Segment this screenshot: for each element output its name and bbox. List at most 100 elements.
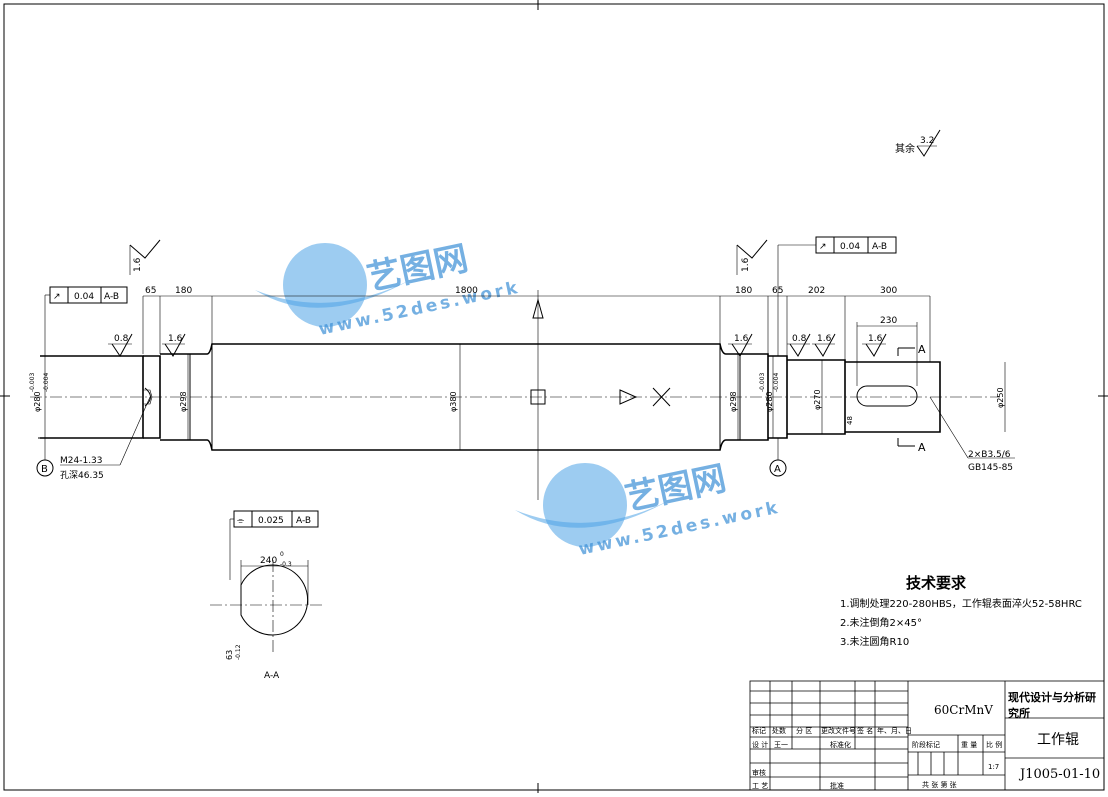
svg-text:0: 0 <box>280 551 284 558</box>
svg-text:1.6: 1.6 <box>741 257 751 272</box>
svg-text:A: A <box>774 464 781 475</box>
tb-mark: 标记 <box>752 727 766 735</box>
diameter-dimensions: φ280 -0.003 -0.004 φ298 φ380 φ298 φ280 -… <box>29 344 1006 450</box>
svg-text:-0.3: -0.3 <box>280 561 292 568</box>
top-dimensions: 65 180 1800 180 65 202 300 230 <box>142 286 931 386</box>
svg-text:A-A: A-A <box>264 671 280 681</box>
shaft-outline <box>40 298 941 451</box>
svg-text:1.6: 1.6 <box>734 334 749 344</box>
roughness-other-mark: 其余 3.2 <box>895 129 941 157</box>
tolerance-frame-left: ↗ 0.04 A-B <box>44 286 128 356</box>
svg-text:GB145-85: GB145-85 <box>968 463 1013 473</box>
tolerance-frame-section: ⌯ 0.025 A-B <box>229 510 319 580</box>
tb-material: 60CrMnV <box>934 703 993 717</box>
svg-text:φ270: φ270 <box>813 389 822 410</box>
tb-date: 年、月、日 <box>877 727 912 735</box>
svg-text:230: 230 <box>880 316 897 326</box>
tb-weight: 重 量 <box>961 741 978 749</box>
svg-text:0.04: 0.04 <box>74 292 94 302</box>
technical-requirements: 技术要求 1.调制处理220-280HBS，工作辊表面淬火52-58HRC 2.… <box>840 574 1105 652</box>
svg-text:1.6: 1.6 <box>817 334 832 344</box>
watermark-top: 艺图网 www.52des.work <box>255 238 522 340</box>
svg-text:A: A <box>918 441 926 454</box>
svg-text:φ298: φ298 <box>729 391 738 412</box>
tb-standard: 标准化 <box>830 741 851 749</box>
tb-institute: 现代设计与分析研究所 <box>1008 691 1096 720</box>
svg-text:300: 300 <box>880 286 897 296</box>
svg-text:艺图网: 艺图网 <box>622 458 730 518</box>
svg-text:1.6: 1.6 <box>168 334 183 344</box>
requirement-item: 2.未注倒角2×45° <box>840 618 923 629</box>
svg-text:0.8: 0.8 <box>114 334 129 344</box>
svg-text:1.6: 1.6 <box>868 334 883 344</box>
svg-text:B: B <box>41 464 48 475</box>
svg-text:A-B: A-B <box>104 292 119 302</box>
tb-sheets: 共 张 第 张 <box>922 781 957 789</box>
svg-text:2×B3.5/6: 2×B3.5/6 <box>968 450 1011 460</box>
tb-drawing-no: J1005-01-10 <box>1020 767 1101 782</box>
svg-text:φ380: φ380 <box>449 391 458 412</box>
tb-stage: 阶段标记 <box>912 741 940 749</box>
svg-text:240: 240 <box>260 556 277 566</box>
requirements-title: 技术要求 <box>906 574 967 592</box>
svg-text:0.04: 0.04 <box>840 242 860 252</box>
svg-text:A-B: A-B <box>296 516 311 526</box>
tb-sign: 签 名 <box>857 727 874 735</box>
tb-check: 审核 <box>752 769 766 777</box>
title-block: 标记 处数 分 区 更改文件号 签 名 年、月、日 设 计 王一 标准化 审核 … <box>750 681 1104 790</box>
svg-text:48: 48 <box>846 416 854 425</box>
spline-note: 2×B3.5/6 GB145-85 <box>929 396 1015 473</box>
tb-zone: 分 区 <box>796 727 813 735</box>
svg-text:65: 65 <box>145 286 156 296</box>
tb-ratio: 比 例 <box>986 741 1003 749</box>
datum-a: A <box>769 437 787 477</box>
svg-text:-0.004: -0.004 <box>43 372 50 392</box>
svg-text:180: 180 <box>735 286 752 296</box>
svg-text:φ298: φ298 <box>179 391 188 412</box>
title-block-grid <box>749 680 1105 791</box>
tb-designer: 王一 <box>774 741 788 749</box>
keyway <box>856 385 918 407</box>
svg-text:A: A <box>918 343 926 356</box>
thread-note: M24-1.33 孔深46.35 <box>60 396 151 481</box>
svg-text:↗: ↗ <box>53 292 61 302</box>
svg-text:M24-1.33: M24-1.33 <box>60 456 103 466</box>
section-cut-marks: A A <box>897 343 926 454</box>
tb-doc: 更改文件号 <box>821 727 856 735</box>
tb-design: 设 计 <box>752 741 769 749</box>
datum-b: B <box>36 437 54 477</box>
requirement-item: 3.未注圆角R10 <box>840 637 910 648</box>
requirement-item: 1.调制处理220-280HBS，工作辊表面淬火52-58HRC <box>840 599 1082 610</box>
svg-text:0.8: 0.8 <box>792 334 807 344</box>
svg-text:-0.004: -0.004 <box>773 372 780 392</box>
svg-text:孔深46.35: 孔深46.35 <box>60 470 104 481</box>
section-view-aa: 240 0 -0.3 63 -0.12 A-A <box>210 551 325 681</box>
watermark-middle: 艺图网 www.52des.work <box>515 458 782 560</box>
svg-text:其余: 其余 <box>895 142 915 155</box>
svg-text:1.6: 1.6 <box>133 257 143 272</box>
svg-text:φ250: φ250 <box>996 387 1005 408</box>
svg-text:202: 202 <box>808 286 825 296</box>
svg-text:-0.003: -0.003 <box>29 372 36 392</box>
svg-text:63: 63 <box>225 650 234 660</box>
svg-text:180: 180 <box>175 286 192 296</box>
svg-text:1800: 1800 <box>455 286 478 296</box>
sheet-border <box>3 3 1105 791</box>
svg-text:-0.003: -0.003 <box>759 372 766 392</box>
tolerance-frame-right: ↗ 0.04 A-B <box>777 236 897 356</box>
tb-process: 工 艺 <box>752 782 769 790</box>
tb-part-name: 工作辊 <box>1037 732 1079 748</box>
svg-text:↗: ↗ <box>819 242 827 252</box>
tb-scale: 1:7 <box>988 763 1000 771</box>
svg-text:φ280: φ280 <box>33 391 42 412</box>
svg-text:0.025: 0.025 <box>258 516 284 526</box>
tb-count: 处数 <box>772 727 786 735</box>
svg-text:3.2: 3.2 <box>920 136 934 146</box>
svg-text:A-B: A-B <box>872 242 887 252</box>
svg-text:φ280: φ280 <box>765 391 774 412</box>
svg-text:⌯: ⌯ <box>237 516 245 526</box>
tb-approve: 批准 <box>830 782 844 790</box>
svg-text:-0.12: -0.12 <box>235 644 242 660</box>
